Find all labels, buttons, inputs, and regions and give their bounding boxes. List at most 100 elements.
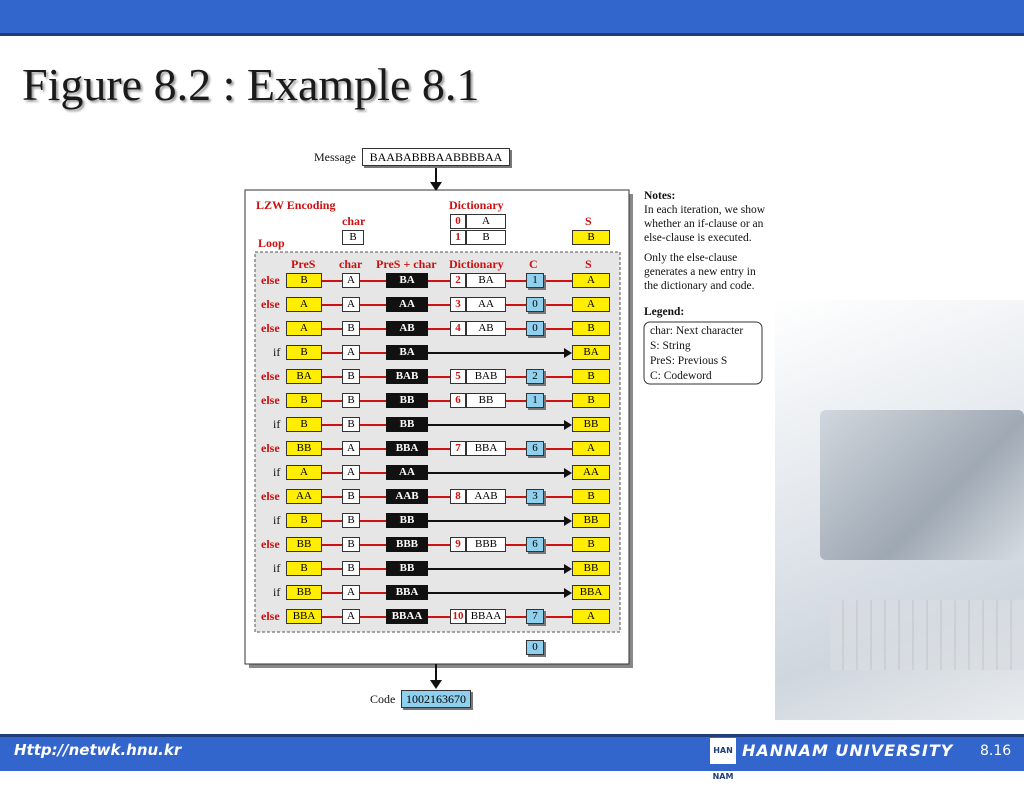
s-box: AA xyxy=(572,465,610,480)
clause-label: else xyxy=(261,297,280,311)
lzw-encoding-title: LZW Encoding xyxy=(256,198,336,212)
message-box: BAABABBBAABBBBAA xyxy=(362,148,510,166)
clause-label: if xyxy=(273,345,281,359)
init-dict-entry: B xyxy=(466,230,506,245)
codeword-box: 2 xyxy=(526,369,544,384)
pres-char-box: AAB xyxy=(386,489,428,504)
char-box: B xyxy=(342,513,360,528)
pres-char-box: AB xyxy=(386,321,428,336)
background-computer-screen xyxy=(820,410,1024,560)
dict-entry-box: AB xyxy=(466,321,506,336)
code-label: Code xyxy=(370,692,396,706)
pres-box: A xyxy=(286,465,322,480)
dict-entry-box: AAB xyxy=(466,489,506,504)
pres-char-box: BA xyxy=(386,273,428,288)
char-box: A xyxy=(342,345,360,360)
legend-line: char: Next character xyxy=(650,325,744,337)
code-output-box: 1002163670 xyxy=(401,690,471,708)
row-arrow-head xyxy=(564,420,572,430)
char-box: A xyxy=(342,609,360,624)
pres-box: B xyxy=(286,513,322,528)
clause-label: else xyxy=(261,489,280,503)
clause-label: else xyxy=(261,609,280,623)
dict-entry-box: BAB xyxy=(466,369,506,384)
pres-char-box: BB xyxy=(386,561,428,576)
header-char: char xyxy=(339,257,363,271)
pres-box: BB xyxy=(286,585,322,600)
slide-title: Figure 8.2 : Example 8.1 xyxy=(22,59,480,110)
pres-box: B xyxy=(286,417,322,432)
char-box: B xyxy=(342,417,360,432)
char-box: B xyxy=(342,321,360,336)
loop-label: Loop xyxy=(258,236,285,250)
codeword-box: 3 xyxy=(526,489,544,504)
notes-line: generates a new entry in xyxy=(644,266,756,278)
codeword-box: 6 xyxy=(526,537,544,552)
dict-index-box: 2 xyxy=(450,273,466,288)
dict-index-box: 5 xyxy=(450,369,466,384)
codeword-box: 6 xyxy=(526,441,544,456)
notes-line: the dictionary and code. xyxy=(644,280,755,292)
init-s-header: S xyxy=(585,214,592,228)
notes-line: Only the else-clause xyxy=(644,252,738,264)
dict-entry-box: BBB xyxy=(466,537,506,552)
char-box: A xyxy=(342,465,360,480)
pres-box: BA xyxy=(286,369,322,384)
char-box: A xyxy=(342,585,360,600)
row-arrow-head xyxy=(564,468,572,478)
footer-bar xyxy=(0,734,1024,771)
clause-label: else xyxy=(261,441,280,455)
init-s-box: B xyxy=(572,230,610,245)
char-box: A xyxy=(342,441,360,456)
header-s: S xyxy=(585,257,592,271)
s-box: A xyxy=(572,273,610,288)
s-box: BBA xyxy=(572,585,610,600)
legend-line: PreS: Previous S xyxy=(650,355,728,367)
page-number: 8.16 xyxy=(980,743,1012,759)
dict-entry-box: BA xyxy=(466,273,506,288)
background-keyboard xyxy=(830,600,1024,670)
notes-line: In each iteration, we show xyxy=(644,204,766,216)
dict-index-box: 8 xyxy=(450,489,466,504)
s-box: BB xyxy=(572,417,610,432)
char-box: A xyxy=(342,297,360,312)
pres-char-box: BB xyxy=(386,417,428,432)
s-box: BB xyxy=(572,561,610,576)
char-box: B xyxy=(342,489,360,504)
s-box: B xyxy=(572,321,610,336)
dict-index-box: 4 xyxy=(450,321,466,336)
output-arrow-head xyxy=(430,680,442,689)
dict-index-box: 9 xyxy=(450,537,466,552)
footer-university-name: HANNAM UNIVERSITY xyxy=(742,741,954,760)
init-char-box: B xyxy=(342,230,364,245)
s-box: B xyxy=(572,537,610,552)
pres-char-box: BBA xyxy=(386,441,428,456)
clause-label: else xyxy=(261,321,280,335)
s-box: A xyxy=(572,441,610,456)
char-box: B xyxy=(342,537,360,552)
pres-char-box: BBA xyxy=(386,585,428,600)
header-dictionary: Dictionary xyxy=(449,257,504,271)
clause-label: else xyxy=(261,537,280,551)
clause-label: else xyxy=(261,273,280,287)
codeword-box: 0 xyxy=(526,297,544,312)
notes-line: else-clause is executed. xyxy=(644,232,752,244)
codeword-box: 0 xyxy=(526,321,544,336)
dict-entry-box: BBA xyxy=(466,441,506,456)
init-char-header: char xyxy=(342,214,366,228)
row-arrow-head xyxy=(564,564,572,574)
footer-url: Http://netwk.hnu.kr xyxy=(14,741,182,759)
pres-box: B xyxy=(286,345,322,360)
s-box: BB xyxy=(572,513,610,528)
pres-box: B xyxy=(286,273,322,288)
s-box: B xyxy=(572,489,610,504)
pres-box: B xyxy=(286,561,322,576)
pres-char-box: BAB xyxy=(386,369,428,384)
pres-box: BBA xyxy=(286,609,322,624)
message-label: Message xyxy=(314,150,356,164)
pres-char-box: AA xyxy=(386,297,428,312)
pres-char-box: BBB xyxy=(386,537,428,552)
init-dictionary-header: Dictionary xyxy=(449,198,504,212)
pres-char-box: BBAA xyxy=(386,609,428,624)
pres-box: A xyxy=(286,297,322,312)
